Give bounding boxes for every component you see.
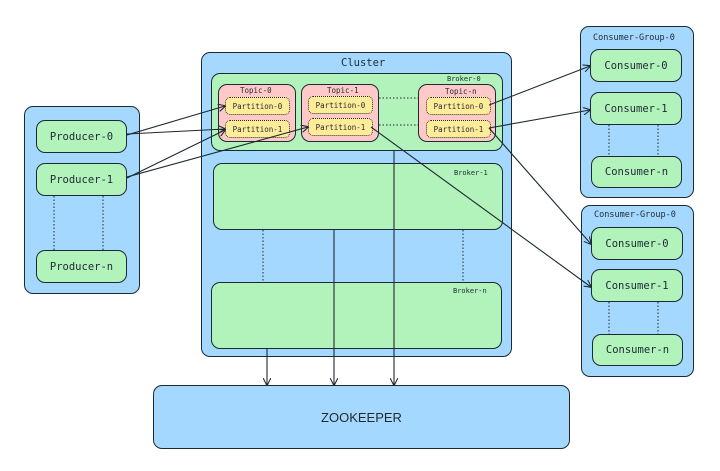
partition-box[interactable]: Partition-1 bbox=[308, 118, 373, 136]
partition-box[interactable]: Partition-1 bbox=[225, 120, 290, 138]
consumer-node[interactable]: Consumer-1 bbox=[591, 269, 683, 302]
consumer-node[interactable]: Consumer-0 bbox=[591, 227, 683, 260]
broker-label: Broker-1 bbox=[454, 169, 488, 177]
topic-label: Topic-0 bbox=[240, 86, 272, 95]
broker-label: Broker-0 bbox=[447, 75, 481, 83]
partition-box[interactable]: Partition-1 bbox=[426, 120, 491, 138]
broker-n[interactable] bbox=[211, 282, 502, 349]
consumer-node[interactable]: Consumer-0 bbox=[590, 49, 682, 82]
consumer-group-title: Consumer-Group-0 bbox=[594, 210, 676, 220]
producer-node[interactable]: Producer-n bbox=[36, 250, 127, 283]
producer-node[interactable]: Producer-1 bbox=[36, 163, 127, 196]
producer-node[interactable]: Producer-0 bbox=[36, 120, 127, 153]
consumer-node[interactable]: Consumer-n bbox=[592, 334, 683, 366]
partition-box[interactable]: Partition-0 bbox=[225, 97, 290, 115]
topic-label: Topic-1 bbox=[327, 86, 359, 95]
cluster-title: Cluster bbox=[341, 57, 386, 69]
partition-box[interactable]: Partition-0 bbox=[308, 96, 373, 114]
topic-label: Topic-n bbox=[445, 87, 477, 96]
consumer-node[interactable]: Consumer-1 bbox=[590, 92, 682, 125]
zookeeper[interactable]: ZOOKEEPER bbox=[153, 385, 570, 449]
partition-box[interactable]: Partition-0 bbox=[426, 97, 491, 115]
consumer-node[interactable]: Consumer-n bbox=[591, 156, 682, 188]
broker-label: Broker-n bbox=[453, 287, 487, 295]
consumer-group-title: Consumer-Group-0 bbox=[593, 33, 675, 43]
